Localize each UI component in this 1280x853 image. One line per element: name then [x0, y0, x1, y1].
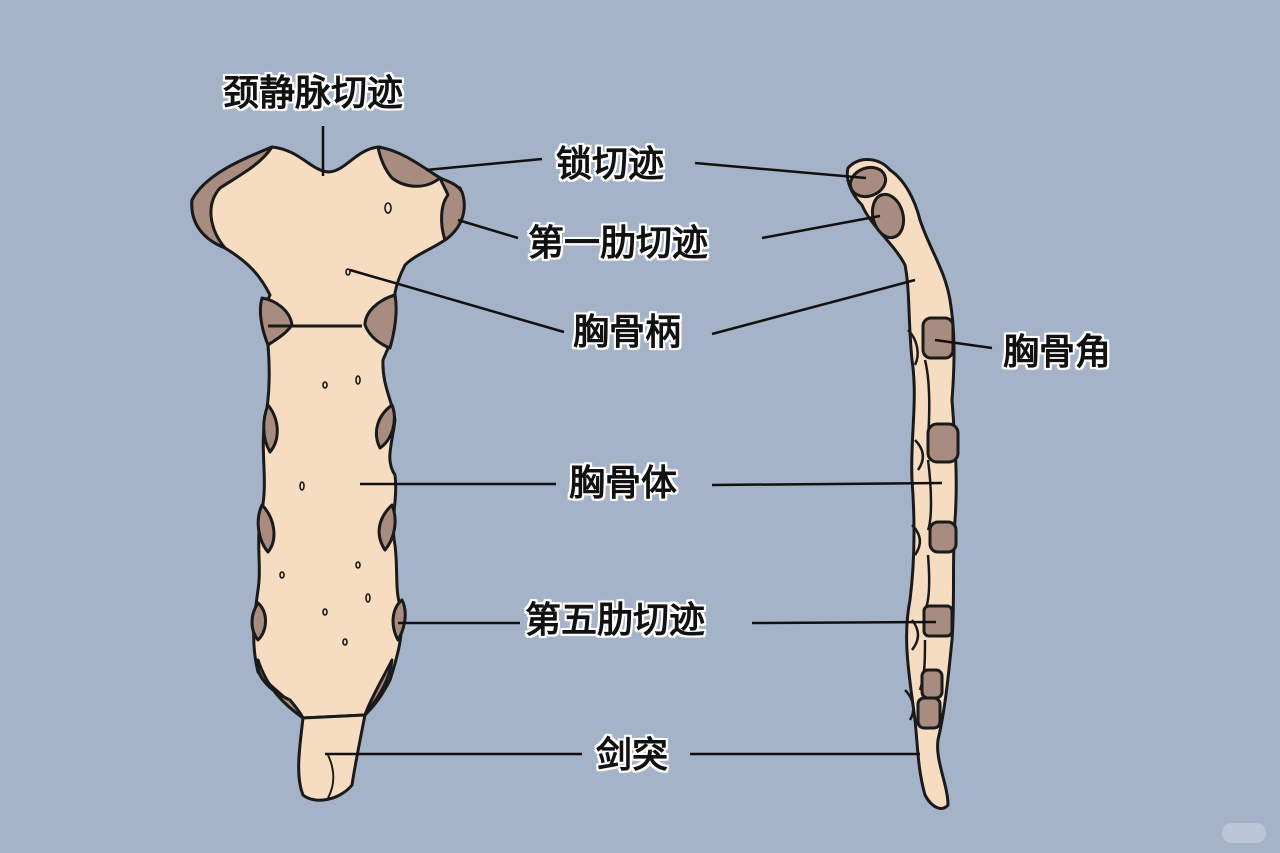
left-clavicular-notch-shape [190, 145, 274, 250]
leader-fifth-costal-right [751, 620, 937, 625]
label-jugular-notch: 颈静脉切迹 [223, 73, 404, 114]
label-clavicular-notch: 锁切迹 [556, 144, 665, 185]
xiphoid-shape [297, 713, 367, 802]
leader-lines [321, 126, 993, 756]
leader-manubrium-right [711, 278, 916, 336]
manubrium-and-body-shape [190, 145, 465, 720]
leader-manubrium-left [349, 268, 565, 334]
label-first-costal-notch: 第一肋切迹 [528, 223, 709, 264]
fifth-costal-notch-shape [391, 598, 407, 642]
leader-first-costal-left [457, 218, 519, 240]
leader-clavicular-left [425, 157, 543, 172]
leader-sternal-angle [934, 338, 993, 350]
sternum-side-view [845, 158, 960, 810]
side-clavicular-facet [848, 165, 888, 199]
label-fifth-costal-notch: 第五肋切迹 [525, 600, 706, 641]
label-sternal-angle: 胸骨角 [1003, 332, 1112, 373]
right-clavicular-notch-shape [376, 145, 442, 188]
label-xiphoid-process: 剑突 [596, 735, 669, 776]
leader-first-costal-right [761, 214, 881, 240]
leader-body-right [711, 481, 943, 487]
right-first-costal-notch-shape [438, 176, 466, 242]
sternum-front-view [190, 145, 466, 802]
watermark [1222, 823, 1266, 843]
leader-clavicular-right [694, 161, 867, 180]
label-manubrium: 胸骨柄 [573, 312, 682, 353]
side-sternal-angle-facet [921, 316, 955, 360]
side-first-costal-facet [870, 192, 906, 240]
label-sternal-body: 胸骨体 [569, 463, 678, 504]
